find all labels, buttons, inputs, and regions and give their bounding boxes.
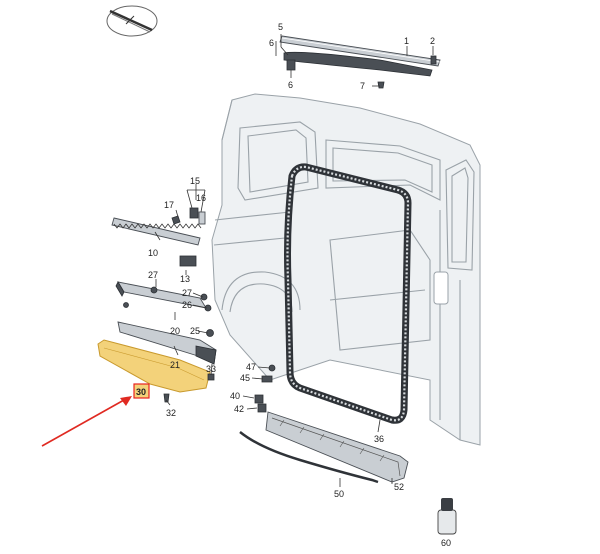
callout-60: 60	[441, 538, 451, 548]
callout-50: 50	[334, 489, 344, 499]
sill-52	[265, 411, 409, 483]
callout-16: 16	[196, 193, 206, 203]
callout-52: 52	[394, 482, 404, 492]
callout-6: 6	[269, 38, 274, 48]
rail-20	[115, 281, 207, 309]
trim-strip-10	[111, 217, 202, 246]
screw-2	[430, 55, 437, 65]
callout-10: 10	[148, 248, 158, 258]
callout-33: 33	[206, 364, 216, 374]
callout-17: 17	[164, 200, 174, 210]
top-rail-1	[279, 35, 441, 77]
callout-32: 32	[166, 408, 176, 418]
rail-21	[117, 321, 217, 365]
callout-2: 2	[430, 36, 435, 46]
callout-15: 15	[190, 176, 200, 186]
callout-25: 25	[190, 326, 200, 336]
callout-6: 6	[288, 80, 293, 90]
callout-40: 40	[230, 391, 240, 401]
sill-30-highlighted	[97, 339, 211, 393]
clip-6	[286, 59, 296, 71]
callout-1: 1	[404, 36, 409, 46]
callout-30-box: 30	[133, 383, 150, 399]
clips-15-16-17	[171, 207, 206, 225]
callout-13: 13	[180, 274, 190, 284]
callout-21: 21	[170, 360, 180, 370]
callout-47: 47	[246, 362, 256, 372]
bottle-60	[437, 498, 457, 535]
callout-20: 20	[170, 326, 180, 336]
callout-labels: 5 6 1 2 6 7 15 17 16 10 13 27 27 26 20 2…	[148, 22, 451, 548]
fasteners-25-26-27	[123, 286, 214, 337]
callout-5: 5	[278, 22, 283, 32]
seal-strip-50	[239, 431, 379, 484]
service-manual-icon	[106, 5, 158, 37]
leader-lines	[154, 34, 434, 487]
callout-36: 36	[374, 434, 384, 444]
callout-45: 45	[240, 373, 250, 383]
callout-30: 30	[136, 387, 146, 397]
callout-27: 27	[148, 270, 158, 280]
screw-33	[207, 373, 215, 381]
vehicle-body	[211, 93, 481, 446]
screw-7	[377, 81, 385, 89]
pointer-arrow	[41, 396, 132, 447]
callout-42: 42	[234, 404, 244, 414]
callout-27: 27	[182, 288, 192, 298]
clips-40-42-45-47	[254, 364, 276, 413]
door-seal-36	[284, 163, 412, 424]
callout-26: 26	[182, 300, 192, 310]
part-13	[179, 255, 197, 267]
callout-7: 7	[360, 81, 365, 91]
